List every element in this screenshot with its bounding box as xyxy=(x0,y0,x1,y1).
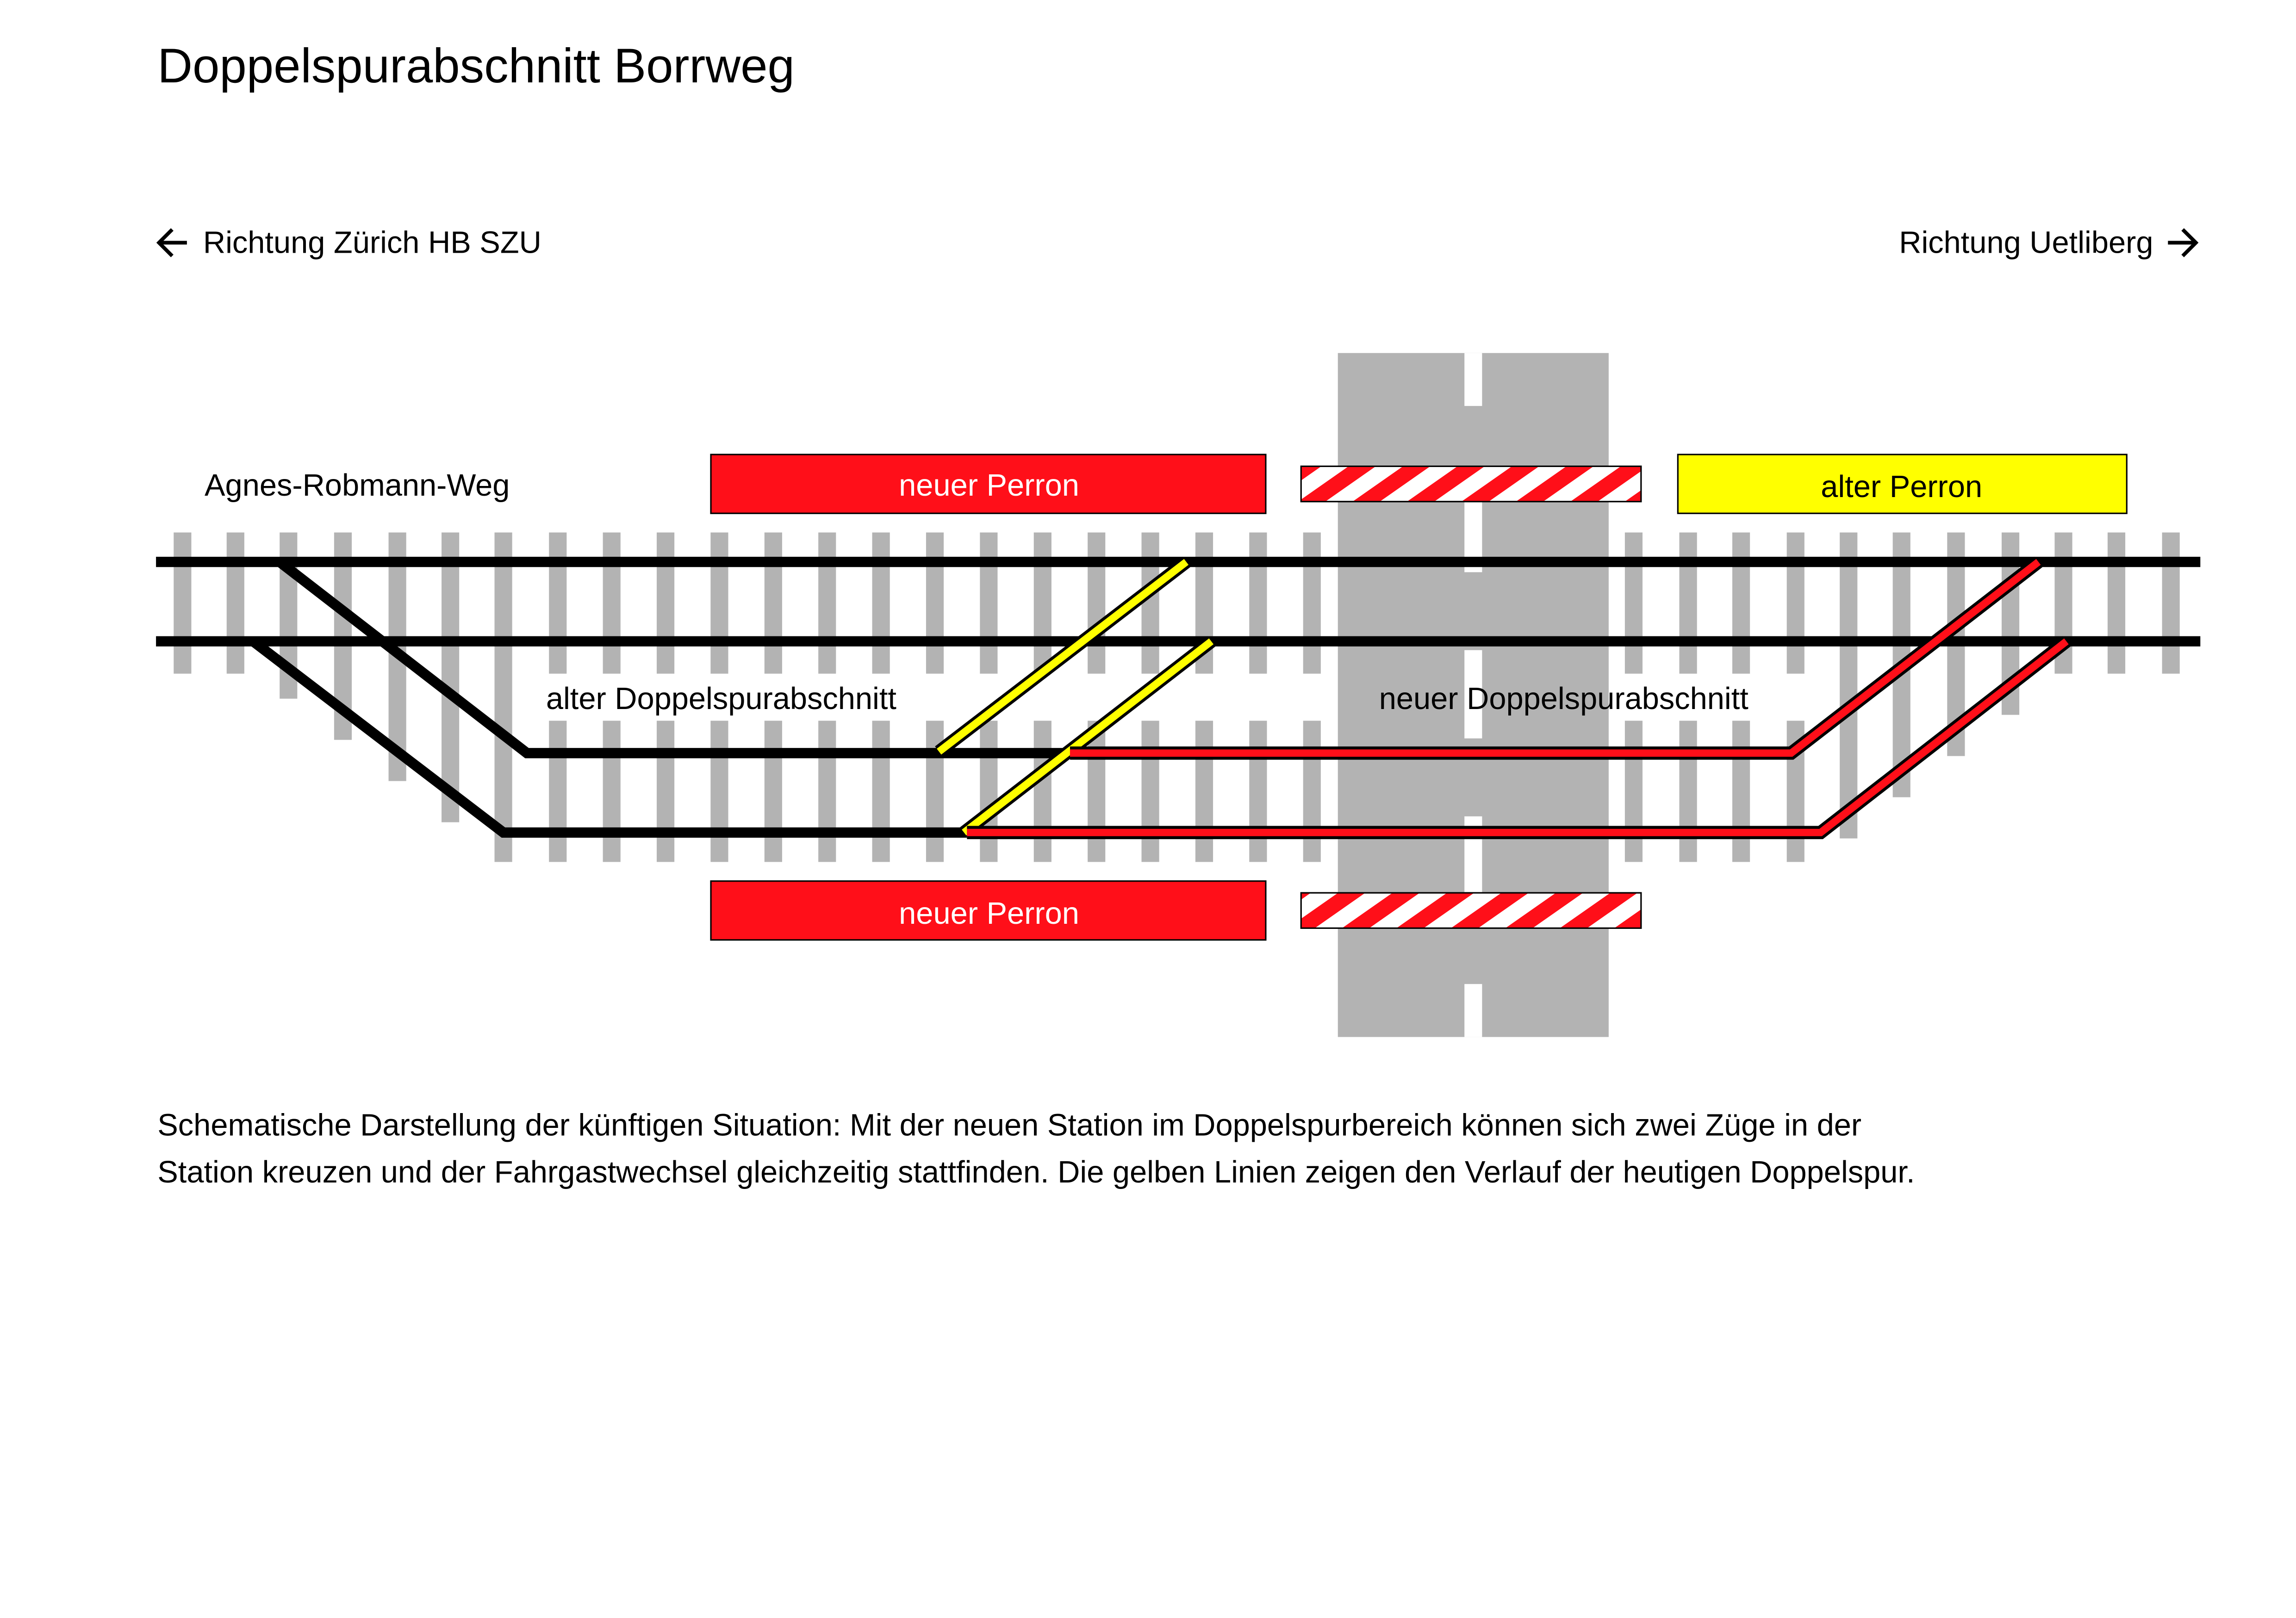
sleeper xyxy=(818,721,836,862)
sleeper xyxy=(764,532,782,674)
old-double-track-lines xyxy=(935,556,1216,838)
rail-branch-upper-old xyxy=(276,558,1070,759)
sleeper xyxy=(656,721,675,862)
direction-right: Richtung Uetliberg xyxy=(1899,226,2199,260)
sleeper xyxy=(1732,721,1750,862)
sleeper xyxy=(872,721,890,862)
sleeper xyxy=(926,532,944,674)
sleeper xyxy=(1033,721,1052,862)
sleeper xyxy=(1141,721,1159,862)
page-title: Doppelspurabschnitt Borrweg xyxy=(157,39,795,93)
barrier-bottom xyxy=(1300,892,1642,929)
arrow-right-icon xyxy=(2168,228,2199,257)
yellow-line-2 xyxy=(962,638,1214,836)
sleeper xyxy=(818,532,836,674)
sleeper xyxy=(603,721,621,862)
sleeper xyxy=(1033,532,1052,674)
sleeper xyxy=(1732,532,1750,674)
sleeper xyxy=(549,721,567,862)
sleeper xyxy=(174,532,192,674)
sleeper xyxy=(1249,721,1267,862)
arrow-left-icon xyxy=(156,228,187,257)
sleeper xyxy=(1088,532,1106,674)
caption-line-2: Station kreuzen und der Fahrgastwechsel … xyxy=(157,1155,1915,1189)
new-section-label: neuer Doppelspurabschnitt xyxy=(1379,682,1749,716)
direction-right-label: Richtung Uetliberg xyxy=(1899,226,2153,260)
sleeper xyxy=(1249,532,1267,674)
sleeper xyxy=(1303,721,1321,862)
sleeper xyxy=(980,532,998,674)
sleeper xyxy=(1303,532,1321,674)
barrier-top xyxy=(1300,465,1642,503)
sleeper xyxy=(1195,721,1213,862)
new-double-track-lines xyxy=(967,556,2071,840)
sleeper xyxy=(2162,532,2180,674)
sleeper xyxy=(872,532,890,674)
sleeper xyxy=(442,532,460,822)
street-label: Agnes-Robmann-Weg xyxy=(205,468,510,503)
sleeper xyxy=(603,532,621,674)
sleeper xyxy=(226,532,244,674)
sleepers xyxy=(174,532,2180,862)
old-section-label: alter Doppelspurabschnitt xyxy=(546,682,897,716)
sleeper xyxy=(494,532,512,862)
platform-new-top: neuer Perron xyxy=(710,454,1267,514)
rail-branch-lower-old xyxy=(250,637,967,838)
sleeper xyxy=(549,532,567,674)
platform-old: alter Perron xyxy=(1677,454,2128,514)
sleeper xyxy=(1141,532,1159,674)
sleeper xyxy=(710,721,728,862)
sleeper xyxy=(656,532,675,674)
sleeper xyxy=(1786,532,1804,674)
platform-new-bottom-label: neuer Perron xyxy=(899,896,1079,931)
sleeper xyxy=(2107,532,2126,674)
sleeper xyxy=(980,721,998,862)
sleeper xyxy=(1840,532,1858,839)
sleeper xyxy=(1624,532,1643,674)
platform-new-bottom: neuer Perron xyxy=(710,880,1267,941)
yellow-line-1 xyxy=(937,559,1189,755)
sleeper xyxy=(1679,721,1697,862)
direction-left: Richtung Zürich HB SZU xyxy=(156,226,541,260)
sleeper xyxy=(1624,721,1643,862)
road-centerline xyxy=(1464,353,1482,1037)
sleeper xyxy=(764,721,782,862)
red-line-upper xyxy=(1070,559,2041,757)
caption-line-1: Schematische Darstellung der künftigen S… xyxy=(157,1108,1861,1143)
sleeper xyxy=(1679,532,1697,674)
sleeper xyxy=(710,532,728,674)
platform-new-top-label: neuer Perron xyxy=(899,468,1079,503)
platform-old-label: alter Perron xyxy=(1821,470,1982,504)
red-line-lower xyxy=(967,638,2069,836)
direction-left-label: Richtung Zürich HB SZU xyxy=(203,226,541,260)
